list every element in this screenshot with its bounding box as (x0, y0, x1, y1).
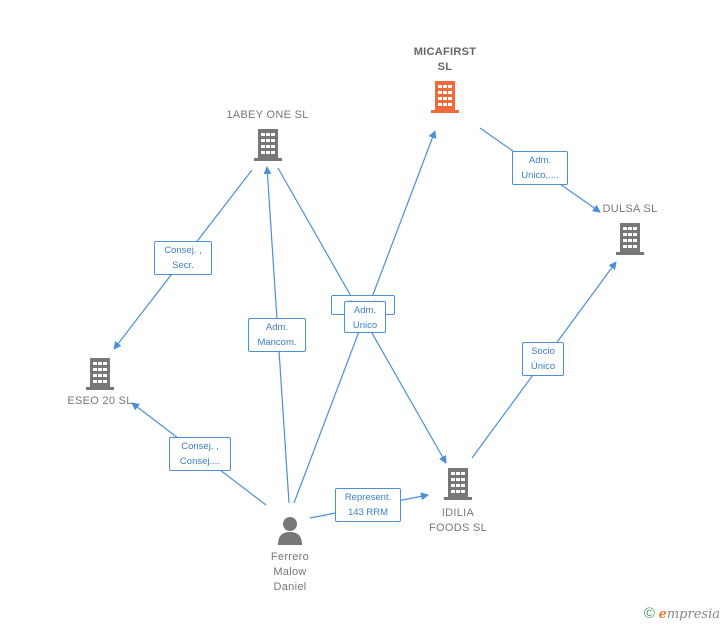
node-1abey-one[interactable]: 1ABEY ONE SL (210, 108, 325, 163)
building-icon (86, 358, 114, 390)
building-icon (444, 468, 472, 500)
relation-label-ferrero-idilia[interactable]: Represent. 143 RRM (335, 488, 401, 522)
node-label-ferrero-malow-daniel: Ferrero Malow Daniel (270, 551, 310, 593)
relation-label-ferrero-abey[interactable]: Adm. Mancom. (248, 318, 306, 352)
node-dulsa[interactable]: DULSA SL (590, 202, 670, 257)
relation-label-ferrero-eseo[interactable]: Consej. , Consej.... (169, 437, 231, 471)
copyright-icon: © (643, 605, 655, 622)
relation-label-ferrero-micafirst[interactable]: Adm. Unico (344, 301, 386, 333)
brand-rest: mpresia (666, 607, 720, 622)
node-eseo-20[interactable]: ESEO 20 SL (60, 356, 140, 409)
node-ferrero-malow-daniel[interactable]: Ferrero Malow Daniel (252, 514, 328, 595)
node-label-dulsa: DULSA SL (602, 203, 658, 215)
node-label-1abey-one: 1ABEY ONE SL (226, 109, 309, 121)
building-icon (431, 81, 459, 113)
node-label-micafirst: MICAFIRST SL (413, 46, 477, 73)
brand-e: e (658, 607, 667, 622)
node-idilia-foods[interactable]: IDILIA FOODS SL (418, 466, 498, 536)
relation-label-idilia-dulsa[interactable]: Socio Único (522, 342, 564, 376)
person-icon (278, 517, 302, 545)
relation-label-micafirst-dulsa[interactable]: Adm. Unico,.... (512, 151, 568, 185)
building-icon (253, 129, 282, 161)
node-micafirst[interactable]: MICAFIRST SL (400, 45, 490, 115)
empresia-logo: © empresia (644, 605, 720, 622)
node-label-idilia-foods: IDILIA FOODS SL (428, 507, 488, 534)
node-label-eseo-20: ESEO 20 SL (67, 395, 133, 407)
relation-label-abey-eseo[interactable]: Consej. , Secr. (154, 241, 212, 275)
building-icon (616, 223, 644, 255)
